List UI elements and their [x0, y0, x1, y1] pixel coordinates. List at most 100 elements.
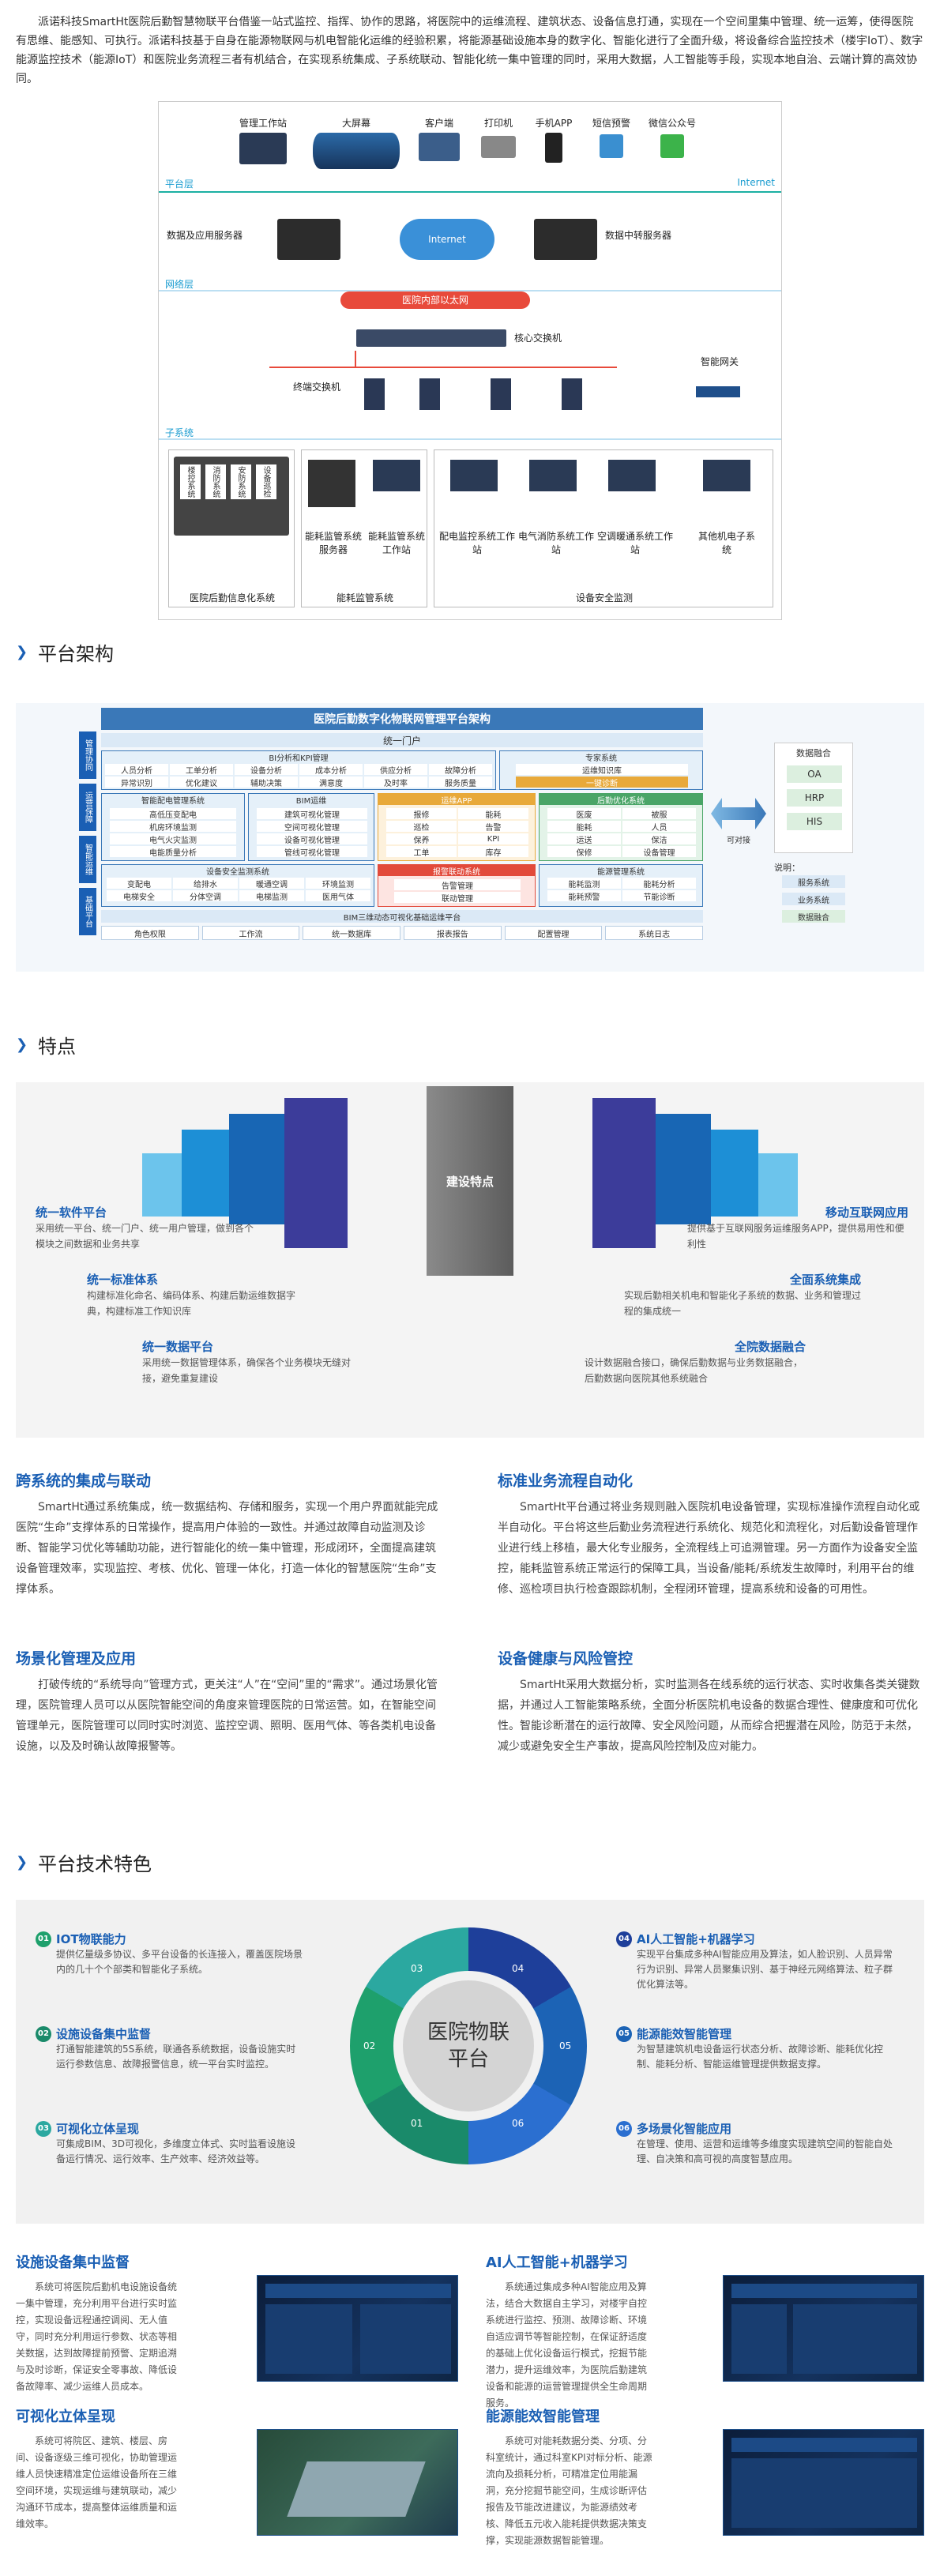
sms-icon: [600, 134, 623, 158]
tech-item-title: 能源能效智能管理: [637, 2026, 732, 2041]
chevron-right-icon: ❯: [16, 643, 28, 660]
app-title: 运维APP: [378, 794, 535, 805]
feature-title: 移动互联网应用: [825, 1205, 908, 1220]
bi-item: 设备分析: [235, 764, 298, 775]
number-badge: 02: [36, 2026, 51, 2042]
subsystem-bar: [159, 438, 781, 440]
device-label: 微信公众号: [648, 118, 696, 129]
card-title: 可视化立体呈现: [16, 2409, 115, 2425]
feature-desc: 采用统一数据管理体系，确保各个业务模块无缝对接，避免重复建设: [142, 1357, 352, 1384]
rack-label: 消防系统: [205, 464, 226, 499]
tech-item-desc: 为智慧建筑机电设备运行状态分析、故障诊断、能耗优化控制、能耗分析、智能运维管理提…: [637, 2044, 884, 2070]
safety-box: 设备安全监测系统 变配电 给排水 暖通空调 环境监测 电梯安全 分体空调 电梯监…: [101, 864, 374, 907]
energy-mgmt-item: 能耗分析: [622, 878, 696, 889]
workstation-device: 管理工作站: [231, 116, 295, 164]
tech-item-desc: 打通智能建筑的5S系统，联通各系统数据，设备设施实时运行参数信息、故障报警信息，…: [56, 2044, 296, 2070]
left-tag: 管理协同: [79, 731, 96, 779]
device-label: 客户端: [424, 118, 453, 129]
legend-title: 说明：: [774, 863, 800, 873]
intro-paragraph: 派诺科技SmartHt医院后勤智慧物联平台借鉴一站式监控、指挥、协作的思路，将医…: [16, 16, 923, 85]
chevron-right-icon: ❯: [16, 1036, 28, 1053]
network-layer-label: 网络层: [165, 279, 194, 290]
bi-box: BI分析和KPI管理 人员分析 工单分析 设备分析 成本分析 供应分析 故障分析…: [101, 750, 496, 790]
energy-mgmt-items: 能耗监测 能耗分析 能耗预警 节能诊断: [547, 878, 696, 901]
gateway-label: 智能网关: [700, 356, 739, 367]
group-label: 能耗监管系统: [336, 592, 393, 604]
app-item: 巡检: [386, 821, 457, 832]
bim-engine-box: BIM三维动态可视化基础运维平台: [101, 910, 703, 923]
device-label: 管理工作站: [239, 118, 287, 129]
app-item: KPI: [458, 833, 528, 844]
app-item: 库存: [458, 846, 528, 857]
logistics-item: 人员: [622, 821, 696, 832]
wechat-icon: [660, 134, 684, 158]
ring-number: 04: [512, 1963, 525, 1974]
internet-cloud-icon: Internet: [400, 219, 494, 260]
sub-item-label: 电气消防系统工作站: [517, 531, 594, 555]
feature-item: 统一软件平台 采用统一平台、统一门户、统一用户管理，做到各个模块之间数据和业务共…: [36, 1205, 257, 1252]
energy-mgmt-item: 能耗预警: [547, 890, 621, 901]
3d-view-screenshot: [257, 2429, 458, 2536]
chevron-right-icon: ❯: [16, 1853, 28, 1871]
interact-label: 可对接: [727, 836, 750, 845]
feature-center-block: 建设特点: [427, 1086, 513, 1276]
bi-item: 人员分析: [105, 764, 168, 775]
bi-items: 人员分析 工单分析 设备分析 成本分析 供应分析 故障分析 异常识别 优化建议 …: [105, 764, 492, 788]
app-item: 能耗: [458, 808, 528, 819]
energy-title: 智能配电管理系统: [141, 796, 205, 806]
column-title: 跨系统的集成与联动: [16, 1472, 152, 1490]
mobile-app-device: 手机APP: [526, 116, 581, 163]
number-badge: 03: [36, 2121, 51, 2137]
portal-box: 统一门户: [101, 733, 703, 747]
number-badge: 04: [616, 1931, 632, 1947]
topology-diagram: 管理工作站 大屏幕 客户端 打印机 手机APP 短信预警 微信公众号 平台层 I…: [158, 101, 782, 620]
number-badge: 05: [616, 2026, 632, 2042]
monitor-icon: [450, 460, 498, 491]
energy-mgmt-title: 能源管理系统: [597, 867, 645, 877]
safety-item: 变配电: [107, 878, 171, 889]
screen-icon: [313, 133, 400, 169]
ring-number: 06: [512, 2118, 525, 2129]
feature-block: [182, 1130, 229, 1217]
card-body: 系统可对能耗数据分类、分项、分科室统计，通过科室KPI对标分析、能源流向及损耗分…: [486, 2435, 652, 2546]
group-energy: 能耗监管系统服务器 能耗监管系统工作站 能耗监管系统: [301, 449, 427, 607]
core-switch-label: 核心交换机: [514, 333, 562, 344]
platform-bar: [159, 191, 781, 193]
feature-desc: 构建标准化命名、编码体系、构建后勤运维数据字典，构建标准工作知识库: [87, 1290, 296, 1317]
feature-block: [142, 1153, 182, 1217]
ring-number: 01: [411, 2118, 423, 2129]
card-body: 系统通过集成多种AI智能应用及算法，结合大数据自主学习，对楼宇自控系统进行监控、…: [486, 2281, 648, 2409]
group-hospital-info: 楼控系统 消防系统 安防系统 设备巡检 医院后勤信息化系统: [168, 449, 295, 607]
feature-title: 全院数据融合: [734, 1340, 806, 1354]
fusion-box: 数据融合 OA HRP HIS: [774, 743, 853, 853]
link-line: [355, 351, 356, 367]
switch-icon: [419, 378, 440, 410]
server-icon: [308, 460, 355, 507]
feature-title: 统一数据平台: [142, 1340, 214, 1354]
monitor-icon: [703, 460, 750, 491]
section-arch-title: ❯ 平台架构: [16, 638, 114, 666]
arch-diagram: 医院后勤数字化物联网管理平台架构 管理协同 运营保障 智能运维 基础平台 统一门…: [16, 703, 924, 972]
bi-item: 服务质量: [429, 777, 492, 788]
section-title-text: 平台架构: [38, 643, 114, 665]
tech-center: 医院物联平台: [403, 1980, 534, 2112]
app-items: 报修 能耗 巡检 告警 保养 KPI 工单 库存: [386, 808, 528, 857]
db-server-label: 数据及应用服务器: [167, 230, 243, 241]
section-features-title: ❯ 特点: [16, 1031, 76, 1059]
logistics-title: 后勤优化系统: [540, 794, 702, 805]
fusion-item: HRP: [787, 789, 842, 807]
relay-server-label: 数据中转服务器: [605, 230, 672, 241]
feature-item: 统一标准体系 构建标准化命名、编码体系、构建后勤运维数据字典，构建标准工作知识库: [87, 1272, 308, 1319]
sub-item-label: 配电监控系统工作站: [438, 531, 515, 555]
feature-item: 统一数据平台 采用统一数据管理体系，确保各个业务模块无缝对接，避免重复建设: [142, 1339, 363, 1386]
feature-block: [592, 1098, 656, 1248]
column-title: 标准业务流程自动化: [498, 1472, 634, 1490]
subsystem-layer-label: 子系统: [165, 427, 194, 438]
ring-number: 03: [411, 1963, 423, 1974]
safety-item: 医用气体: [306, 890, 370, 901]
group-label: 医院后勤信息化系统: [189, 592, 275, 604]
device-label: 手机APP: [535, 118, 573, 129]
